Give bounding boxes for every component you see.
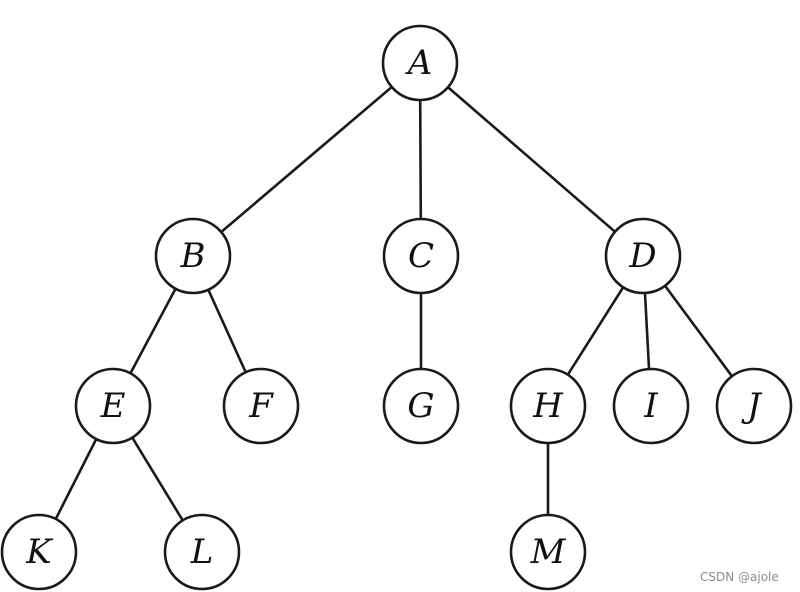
node-circle-c [382, 217, 460, 295]
node-circle-m [509, 513, 587, 591]
edges-layer [37, 61, 756, 554]
node-label-h: H [532, 386, 564, 426]
node-label-g: G [407, 386, 434, 426]
node-circle-b [154, 217, 232, 295]
edge-a-d [418, 61, 645, 258]
node-circle-k [0, 513, 78, 591]
node-circle-i [612, 367, 690, 445]
node-label-m: M [530, 532, 567, 572]
node-f: F [222, 367, 300, 445]
node-g: G [382, 367, 460, 445]
node-circle-h [509, 367, 587, 445]
node-j: J [715, 367, 793, 445]
node-l: L [163, 513, 241, 591]
node-circle-f [222, 367, 300, 445]
node-label-d: D [628, 236, 656, 276]
node-circle-e [74, 367, 152, 445]
node-h: H [509, 367, 587, 445]
node-k: K [0, 513, 78, 591]
node-b: B [154, 217, 232, 295]
node-circle-g [382, 367, 460, 445]
node-label-k: K [25, 532, 54, 572]
node-label-c: C [408, 236, 434, 276]
node-e: E [74, 367, 152, 445]
node-circle-l [163, 513, 241, 591]
node-label-a: A [405, 43, 433, 83]
node-c: C [382, 217, 460, 295]
node-circle-a [381, 24, 459, 102]
watermark-text: CSDN @ajole [700, 570, 779, 584]
node-d: D [604, 217, 682, 295]
node-label-l: L [190, 532, 214, 572]
node-label-i: I [643, 386, 658, 426]
node-circle-j [715, 367, 793, 445]
nodes-layer: A B C D E F G H I J K L M [0, 24, 793, 591]
node-label-b: B [180, 236, 206, 276]
node-label-j: J [741, 386, 763, 426]
node-label-f: F [248, 386, 274, 426]
node-a: A [381, 24, 459, 102]
edge-a-b [191, 61, 422, 258]
node-m: M [509, 513, 587, 591]
node-i: I [612, 367, 690, 445]
node-label-e: E [100, 386, 126, 426]
node-circle-d [604, 217, 682, 295]
